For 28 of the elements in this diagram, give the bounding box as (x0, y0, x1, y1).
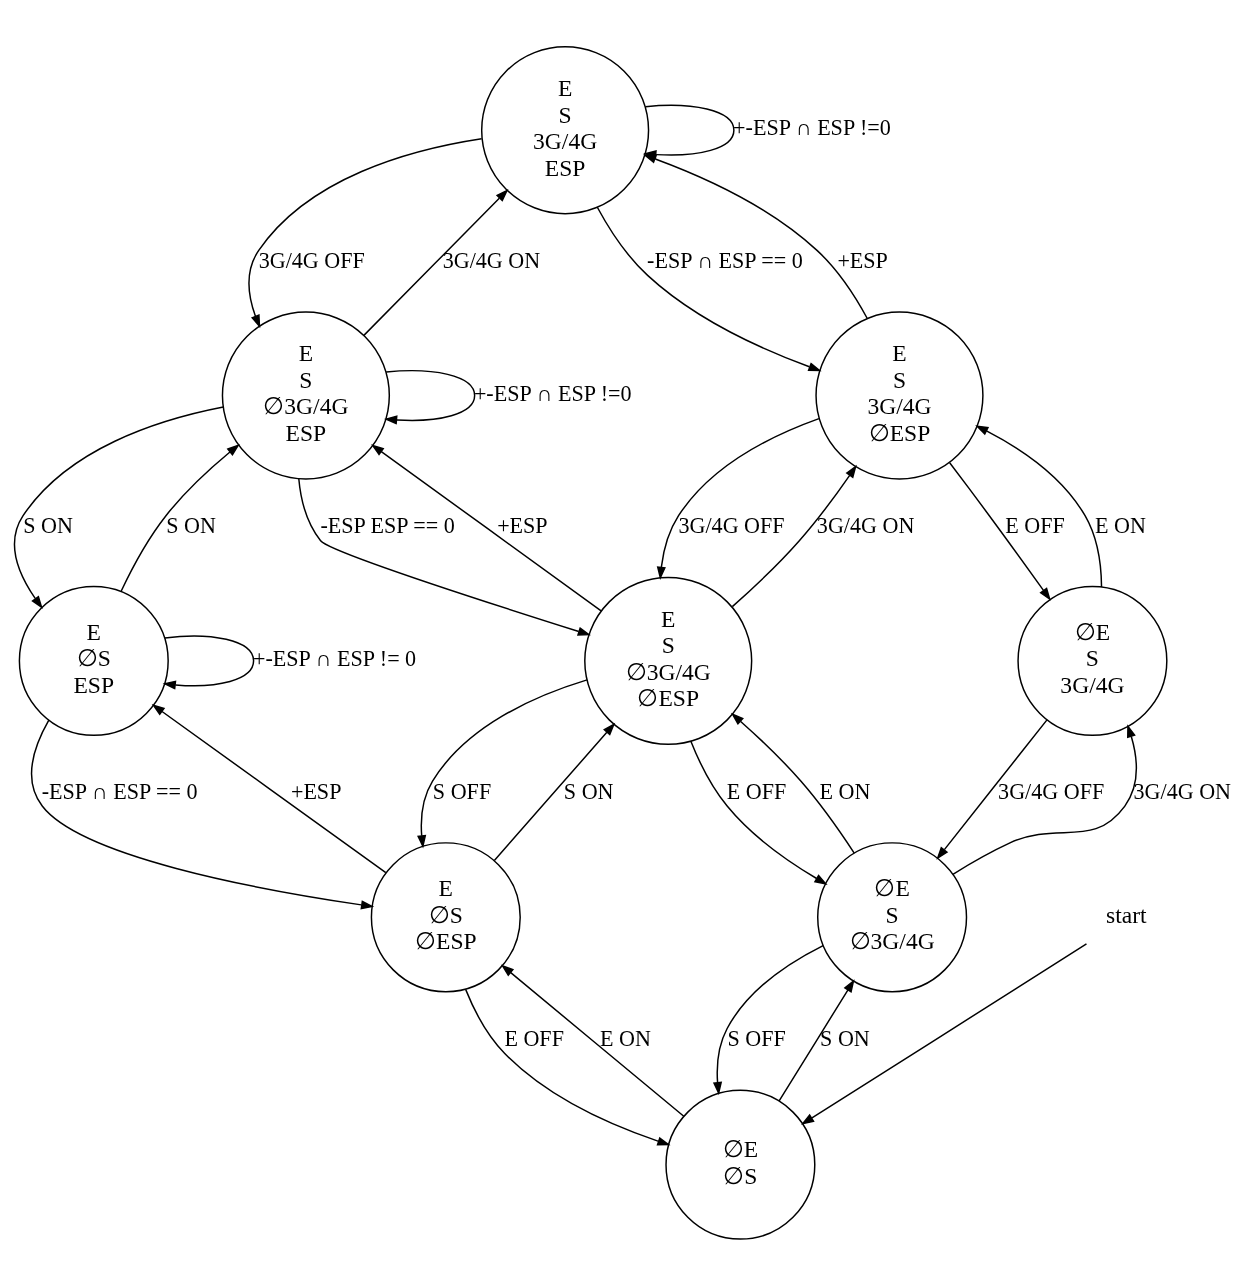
edge-label: -ESP ESP == 0 (320, 512, 455, 538)
edge-label: 3G/4G ON (1133, 778, 1232, 804)
node-text: start (1106, 901, 1147, 928)
edge-label: +-ESP ∩ ESP !=0 (473, 380, 632, 406)
edge-label: 3G/4G ON (442, 247, 541, 273)
edge-label: E ON (819, 778, 871, 804)
edge-label: 3G/4G OFF (998, 778, 1105, 804)
edge-label: 3G/4G ON (816, 512, 915, 538)
edge-label: 3G/4G OFF (678, 512, 785, 538)
edge-label: S ON (166, 512, 216, 538)
edge-label: +ESP (837, 247, 888, 273)
edge-label: +ESP (290, 778, 342, 804)
edge-label: S OFF (727, 1025, 786, 1051)
edge-label: E OFF (504, 1025, 564, 1051)
edge-label: E OFF (1005, 512, 1065, 538)
edge-label: -ESP ∩ ESP == 0 (647, 247, 803, 273)
edge-label: S ON (563, 778, 614, 804)
edge-label: 3G/4G OFF (258, 247, 365, 273)
edge-label: +-ESP ∩ ESP != 0 (253, 645, 417, 671)
edge-label: +ESP (497, 512, 548, 538)
edge-label: S ON (820, 1025, 870, 1051)
edge-label: E ON (1094, 512, 1146, 538)
edge-label: S ON (23, 512, 73, 538)
edge-label: S OFF (432, 778, 492, 804)
edge-label: -ESP ∩ ESP == 0 (41, 778, 198, 804)
edge-label: E OFF (726, 778, 787, 804)
edge-label: +-ESP ∩ ESP !=0 (733, 114, 891, 140)
edge-label: E ON (600, 1025, 651, 1051)
